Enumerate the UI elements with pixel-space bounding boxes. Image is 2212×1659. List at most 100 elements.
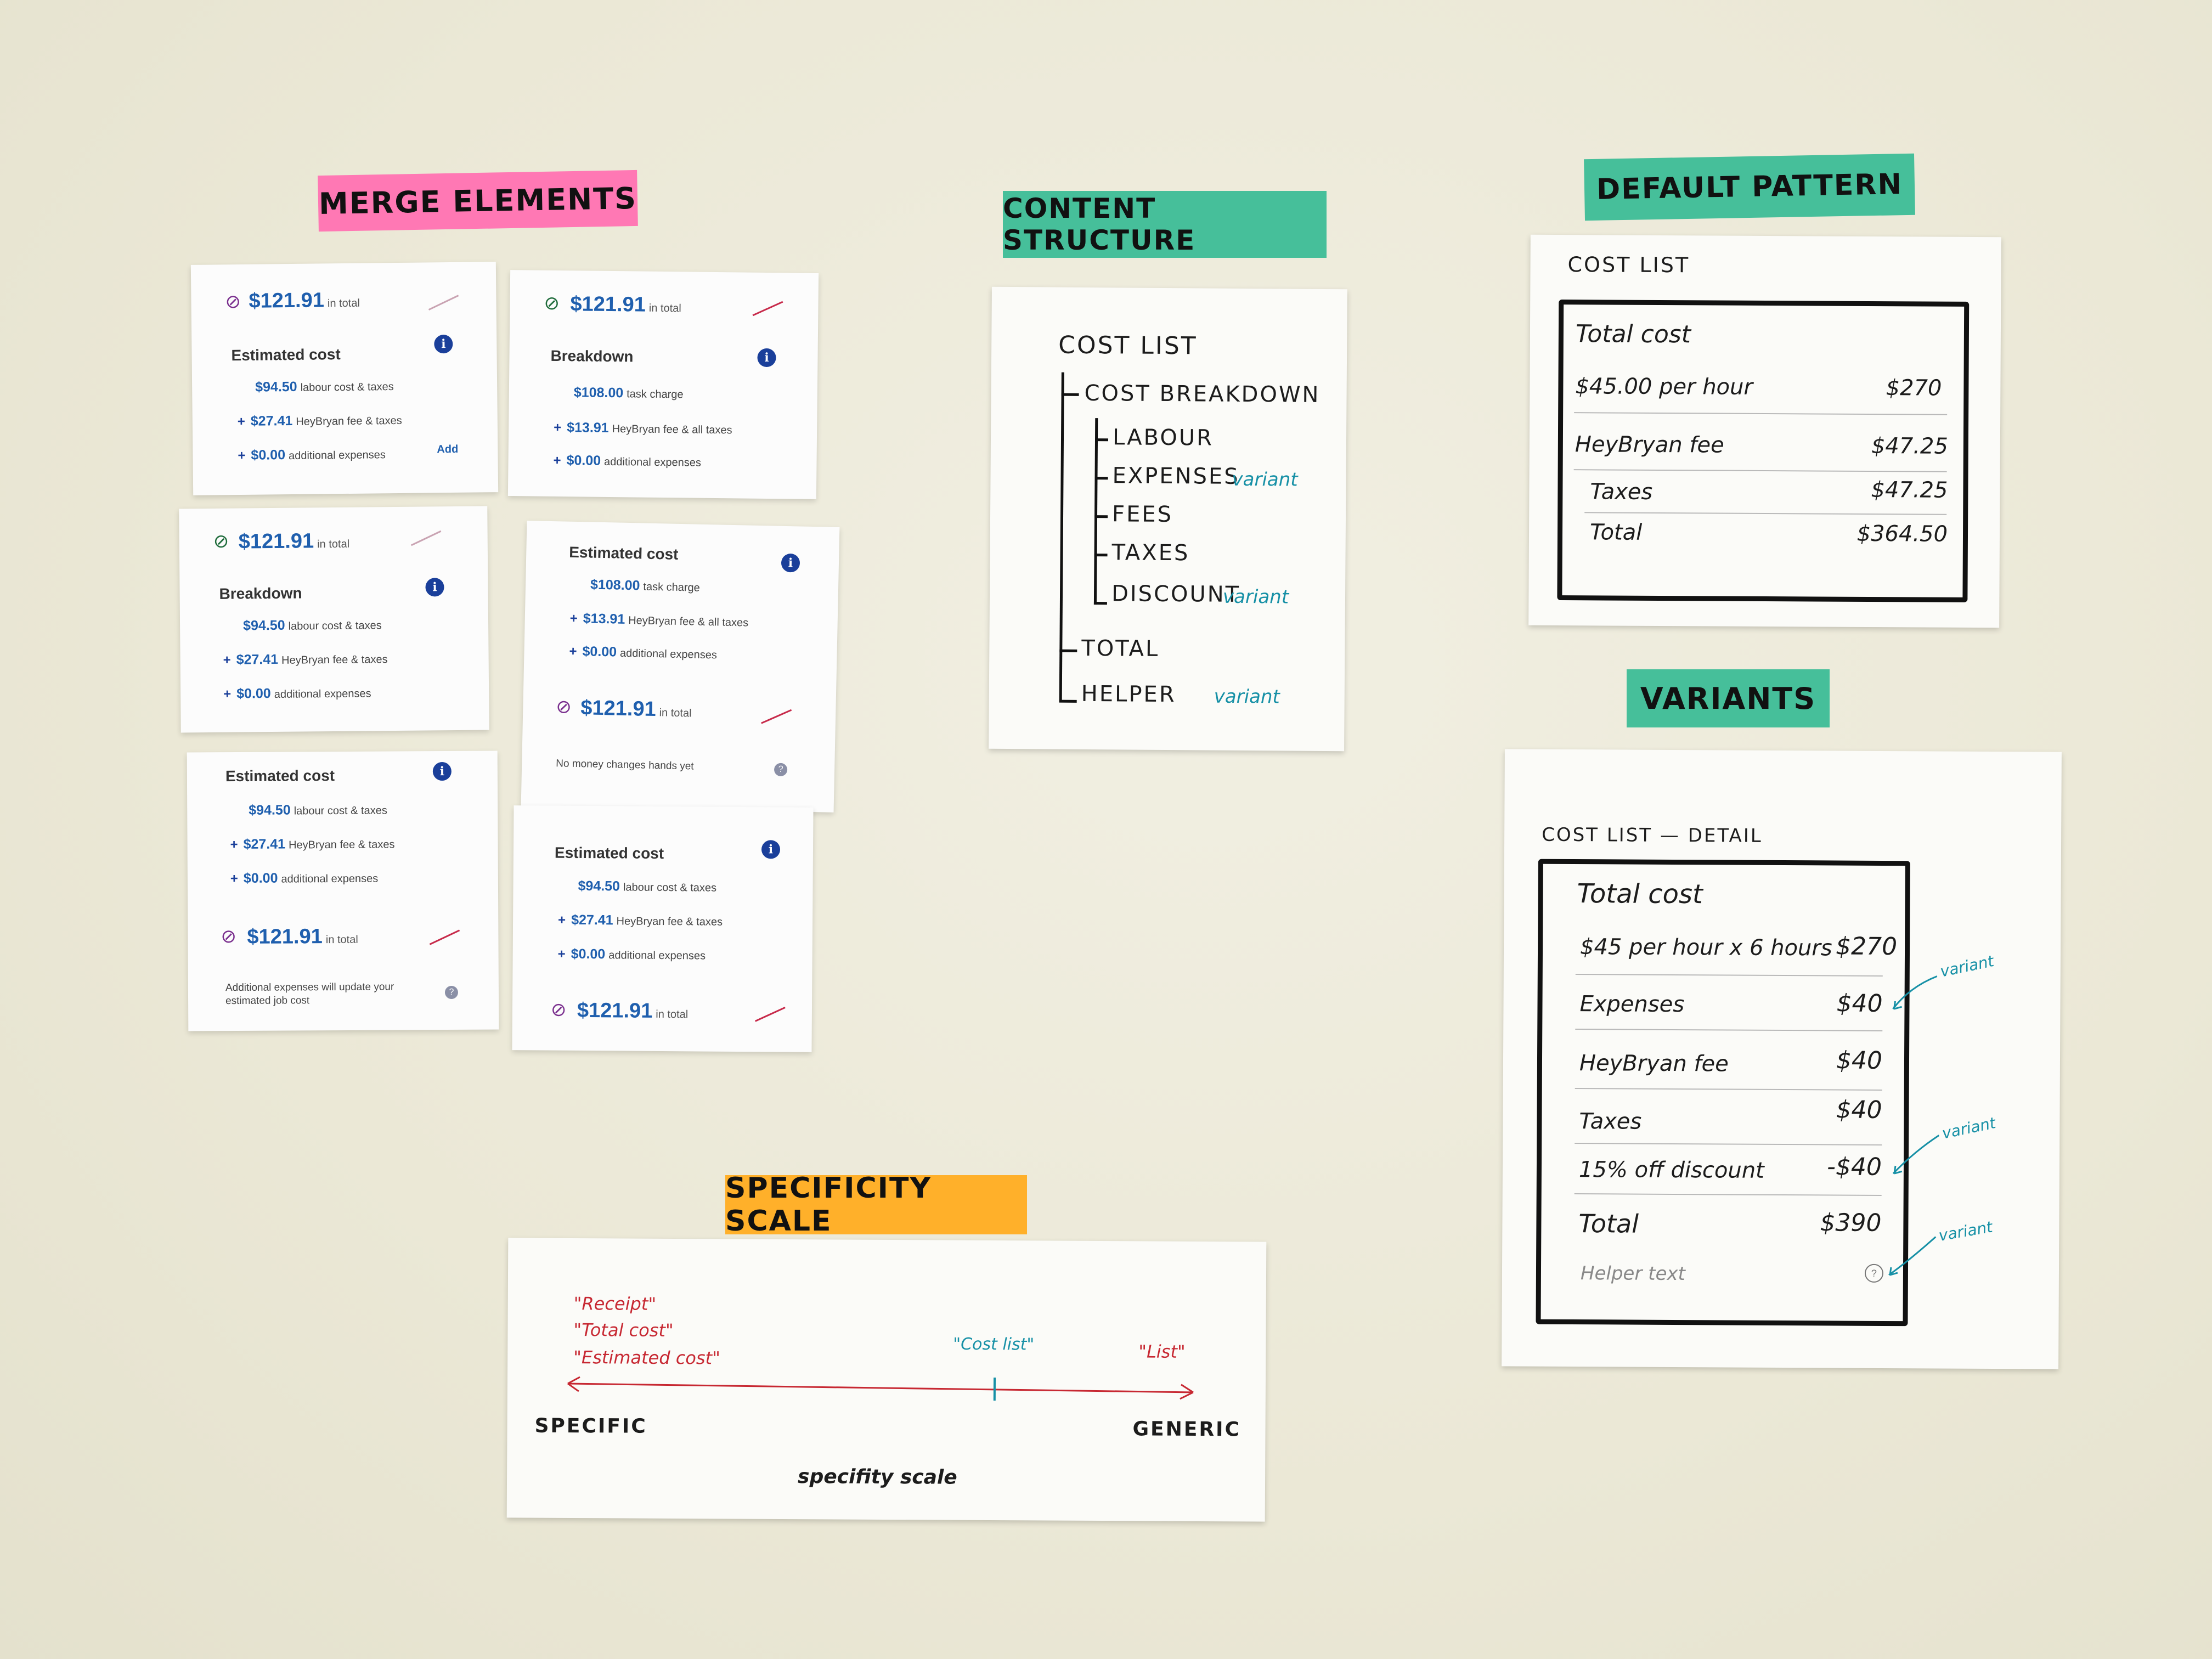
card-heading: Breakdown xyxy=(550,347,634,365)
sheet-caption: COST LIST xyxy=(1567,252,1690,278)
plus-icon: + xyxy=(230,837,238,853)
label-variants: VARIANTS xyxy=(1627,669,1830,727)
tree-branch xyxy=(1059,699,1077,703)
tree-expenses: EXPENSES xyxy=(1112,463,1240,489)
plus-icon: + xyxy=(553,453,561,469)
line-text: labour cost & taxes xyxy=(300,381,394,394)
line-text: additional expenses xyxy=(288,449,386,462)
plus-icon: + xyxy=(230,871,238,887)
label-default-pattern: DEFAULT PATTERN xyxy=(1584,153,1915,221)
total-amount: $121.91 xyxy=(247,925,323,949)
line-text: additional expenses xyxy=(619,647,718,662)
info-icon[interactable]: i xyxy=(761,840,781,859)
total-suffix: in total xyxy=(656,1008,689,1021)
row-divider xyxy=(1574,412,1948,415)
info-icon[interactable]: i xyxy=(757,348,776,368)
label-content-structure: CONTENT STRUCTURE xyxy=(1003,191,1327,258)
info-icon[interactable]: i xyxy=(434,334,453,354)
info-icon[interactable]: i xyxy=(781,553,800,573)
line-text: additional expenses xyxy=(274,687,371,701)
row-label: Total xyxy=(1589,520,1643,545)
info-icon[interactable]: i xyxy=(432,761,452,781)
line-amount: $0.00 xyxy=(571,946,606,962)
help-icon[interactable]: ? xyxy=(444,985,459,1000)
coin-icon: ⊘ xyxy=(213,531,229,552)
scale-caption: specifity scale xyxy=(797,1465,957,1489)
line-amount: $0.00 xyxy=(243,870,278,886)
line-amount: $108.00 xyxy=(573,385,624,401)
row-divider xyxy=(1584,512,1947,515)
tree-branch xyxy=(1061,393,1079,396)
plus-icon: + xyxy=(237,414,245,430)
row-label: HeyBryan fee xyxy=(1575,432,1724,458)
line-amount: $94.50 xyxy=(578,878,620,894)
tree-branch xyxy=(1094,477,1108,480)
line-text: additional expenses xyxy=(281,872,379,885)
card-heading: Estimated cost xyxy=(231,346,341,364)
coin-icon: ⊘ xyxy=(556,696,572,718)
plus-icon: + xyxy=(558,912,566,928)
add-expense-link[interactable]: Add xyxy=(437,443,459,456)
line-amount: $0.00 xyxy=(582,644,617,660)
row-value: $47.25 xyxy=(1871,477,1948,503)
line-text: HeyBryan fee & all taxes xyxy=(628,614,749,629)
total-suffix: in total xyxy=(327,297,360,310)
content-structure-sheet: COST LIST COST BREAKDOWN LABOUR EXPENSES… xyxy=(989,286,1347,752)
line-text: HeyBryan fee & taxes xyxy=(288,838,395,851)
line-amount: $27.41 xyxy=(571,912,613,928)
tree-branch xyxy=(1094,515,1108,518)
line-amount: $27.41 xyxy=(250,413,293,429)
card-heading: Estimated cost xyxy=(225,767,335,785)
cost-list-frame: Total cost $45.00 per hour $270 HeyBryan… xyxy=(1557,300,1970,602)
card-heading: Breakdown xyxy=(219,584,302,602)
line-amount: $13.91 xyxy=(583,611,625,627)
row-label: $45.00 per hour xyxy=(1575,374,1753,400)
plus-icon: + xyxy=(223,652,231,668)
plus-icon: + xyxy=(569,611,578,627)
tree-branch xyxy=(1059,649,1077,652)
row-value: $364.50 xyxy=(1857,521,1948,547)
cost-list-title: Total cost xyxy=(1575,320,1691,349)
plus-icon: + xyxy=(557,946,566,962)
line-text: HeyBryan fee & all taxes xyxy=(612,423,732,437)
line-amount: $27.41 xyxy=(243,836,286,852)
total-amount: $121.91 xyxy=(238,529,314,554)
strike-mark xyxy=(410,530,442,546)
helper-note: No money changes hands yet xyxy=(556,758,694,772)
label-specificity-scale: SPECIFICITY SCALE xyxy=(725,1172,1027,1238)
line-amount: $27.41 xyxy=(236,651,279,668)
line-text: labour cost & taxes xyxy=(623,881,717,894)
help-icon[interactable]: ? xyxy=(774,763,788,777)
row-value: $47.25 xyxy=(1871,433,1948,459)
scale-right-end: GENERIC xyxy=(1132,1418,1242,1441)
info-icon[interactable]: i xyxy=(425,578,444,597)
plus-icon: + xyxy=(554,420,562,436)
line-text: task charge xyxy=(627,388,684,401)
line-text: additional expenses xyxy=(603,455,701,469)
tree-helper: HELPER xyxy=(1081,681,1176,708)
total-amount: $121.91 xyxy=(577,998,653,1023)
tree-taxes: TAXES xyxy=(1111,540,1190,566)
card-heading: Estimated cost xyxy=(554,844,664,862)
line-text: HeyBryan fee & taxes xyxy=(616,915,723,928)
line-amount: $94.50 xyxy=(255,379,297,395)
annotation-arrows xyxy=(1888,975,1940,1276)
plus-icon: + xyxy=(569,644,577,659)
variants-sheet: COST LIST — DETAIL Total cost $45 per ho… xyxy=(1502,749,2062,1369)
scale-axis xyxy=(567,1376,1194,1401)
